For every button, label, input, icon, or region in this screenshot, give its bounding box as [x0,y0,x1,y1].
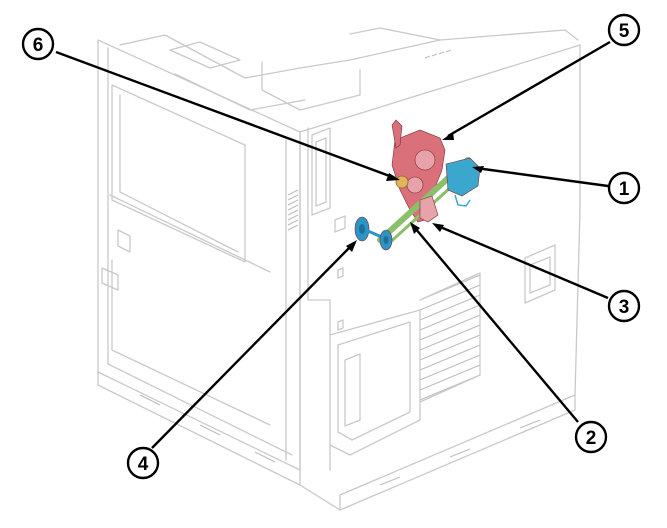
drive-gear-lower [406,176,424,194]
arrow-2 [410,222,420,234]
arrow-3 [432,223,444,232]
callout-label-2: 2 [586,428,597,449]
arrow-6 [386,173,400,181]
callout-label-6: 6 [33,35,44,56]
callout-label-4: 4 [138,454,149,475]
arrow-1 [472,166,484,173]
pulley-right-hub [383,236,389,244]
leader-2 [414,227,579,423]
leader-lines [55,40,611,449]
lower-drive-gear [419,195,439,223]
callout-label-3: 3 [619,297,630,318]
leader-3 [437,224,609,300]
leader-6 [55,50,396,180]
callout-5: 5 [607,13,641,47]
arrow-5 [442,132,454,140]
idler-gear [395,175,409,189]
printer-body-outline [97,27,581,511]
motor-cable [454,194,471,207]
callout-1: 1 [607,171,641,205]
pulley-left-hub [359,224,365,234]
callout-label-5: 5 [619,21,630,42]
callout-4: 4 [126,446,160,480]
callout-6: 6 [21,27,55,61]
leader-5 [447,40,611,138]
leader-arrowheads [346,132,484,252]
leader-1 [475,166,609,188]
drive-gear-upper [414,149,436,171]
callout-label-1: 1 [619,179,630,200]
drive-harness [391,119,403,149]
drive-assembly [354,119,481,251]
callout-3: 3 [607,289,641,323]
callout-2: 2 [574,420,608,454]
blue-motor [445,157,481,197]
arrow-4 [346,240,357,252]
leader-4 [151,244,353,449]
